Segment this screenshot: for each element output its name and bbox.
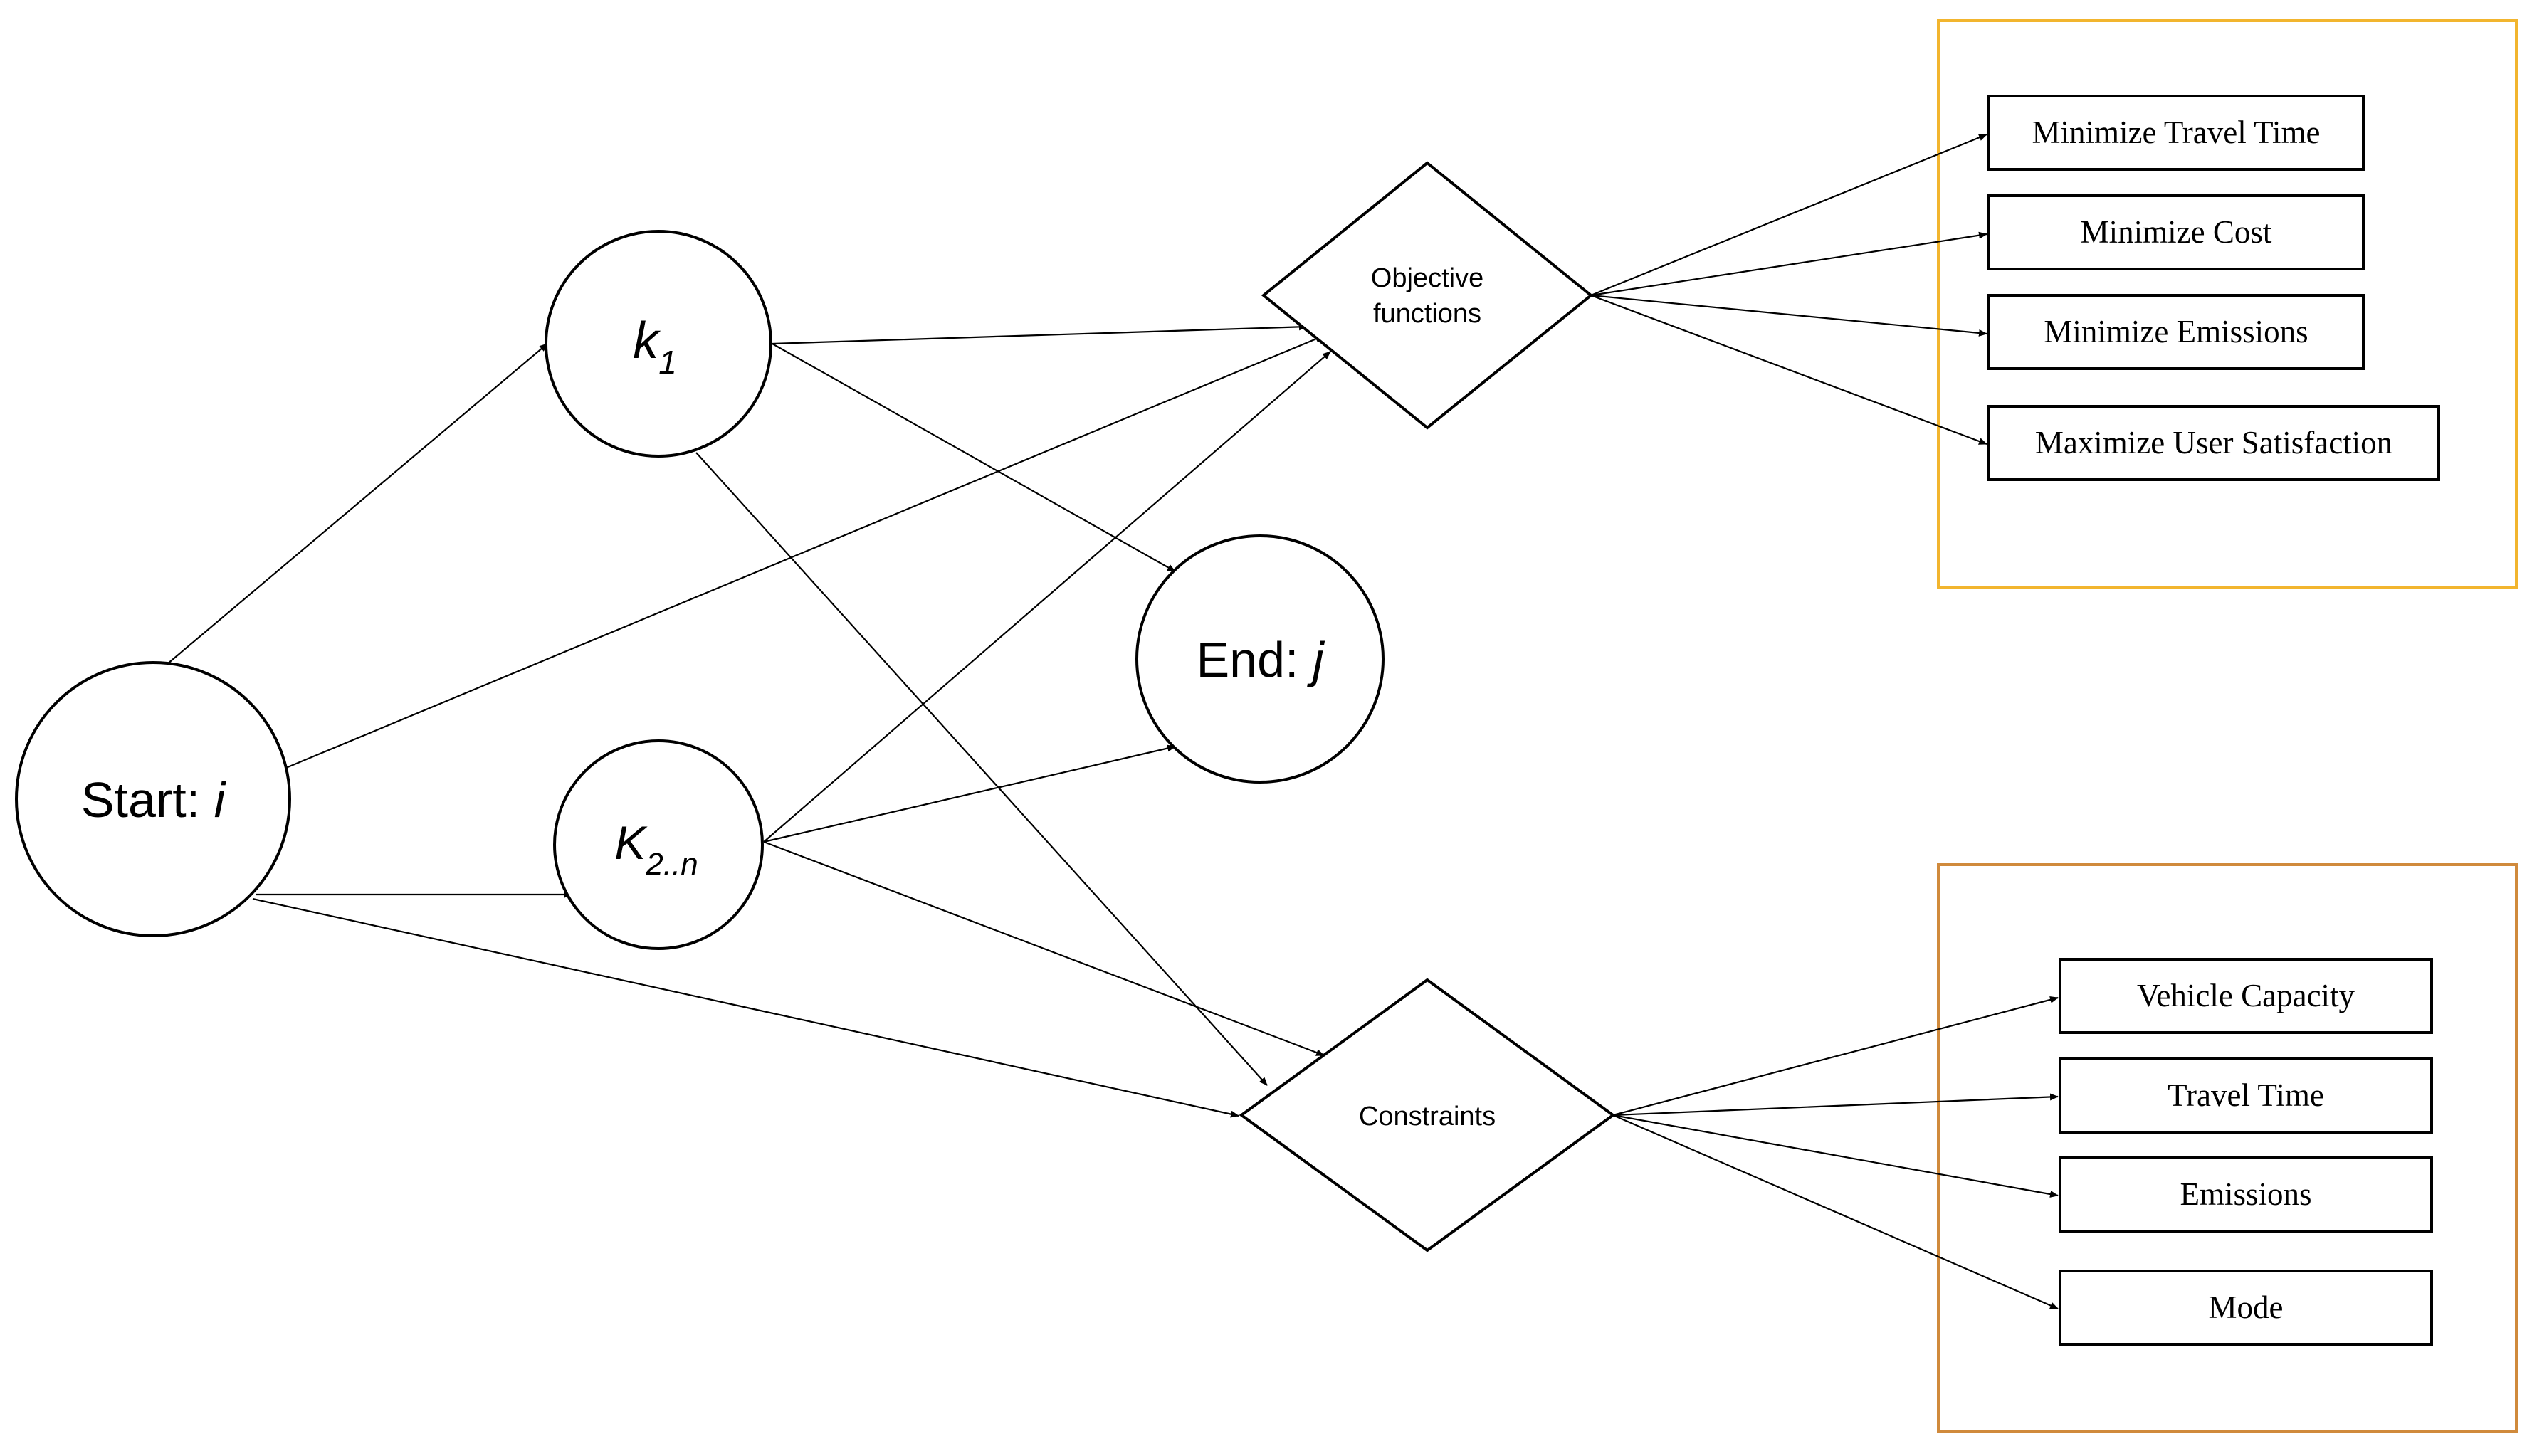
edge-k2n-constraints [763,840,1325,1057]
objective-item-1-label: Minimize Travel Time [2032,115,2320,150]
objective-label-line2: functions [1373,299,1481,329]
edge-start-objective [282,334,1324,771]
constraint-item-1-label: Vehicle Capacity [2137,978,2355,1013]
edge-constraints-item4 [1612,1114,2059,1310]
edge-k2n-objective [763,351,1331,843]
objective-item-2-label: Minimize Cost [2081,214,2272,250]
constraint-item-2: Travel Time [2059,1057,2433,1134]
edge-constraints-item2 [1612,1093,2059,1117]
objective-item-3: Minimize Emissions [1987,294,2365,370]
edges [167,133,2059,1310]
objective-label-line1: Objective [1371,263,1483,293]
node-end: End: j [1135,534,1385,784]
edge-k1-end [772,343,1176,572]
constraints-label: Constraints [1359,1102,1496,1131]
edge-k2n-end [763,744,1176,843]
edge-start-constraints [252,897,1239,1118]
edge-objective-item1 [1590,133,1987,297]
objective-item-4-label: Maximize User Satisfaction [2035,425,2392,460]
node-k2n: K2..n [553,739,764,950]
edge-constraints-item3 [1612,1114,2059,1198]
constraint-item-4-label: Mode [2209,1289,2284,1325]
objective-item-4: Maximize User Satisfaction [1987,405,2440,481]
node-start: Start: i [15,661,291,937]
constraint-item-3-label: Emissions [2180,1176,2311,1212]
constraint-item-4: Mode [2059,1270,2433,1346]
node-k1: k1 [545,230,772,458]
edge-constraints-item1 [1612,996,2059,1117]
objective-item-2: Minimize Cost [1987,194,2365,270]
objective-item-1: Minimize Travel Time [1987,95,2365,171]
constraint-item-2-label: Travel Time [2168,1077,2324,1113]
edge-objective-item2 [1590,231,1987,297]
edge-objective-item3 [1590,294,1987,337]
objective-item-3-label: Minimize Emissions [2044,314,2308,349]
edge-objective-item4 [1590,294,1987,445]
edge-k1-constraints [695,452,1268,1086]
node-k1-label: k1 [633,312,677,381]
constraint-item-3: Emissions [2059,1156,2433,1233]
constraints-group-box [1937,863,2518,1433]
objective-group-box [1937,19,2518,589]
node-start-label: Start: i [81,772,227,828]
constraints-diamond: Constraints [1239,978,1616,1252]
objective-functions-diamond: Objective functions [1261,161,1594,430]
node-end-label: End: j [1196,632,1325,687]
node-k2n-label: K2..n [614,816,698,882]
edge-start-k1 [167,343,548,665]
constraint-item-1: Vehicle Capacity [2059,958,2433,1034]
edge-k1-objective [772,323,1308,345]
